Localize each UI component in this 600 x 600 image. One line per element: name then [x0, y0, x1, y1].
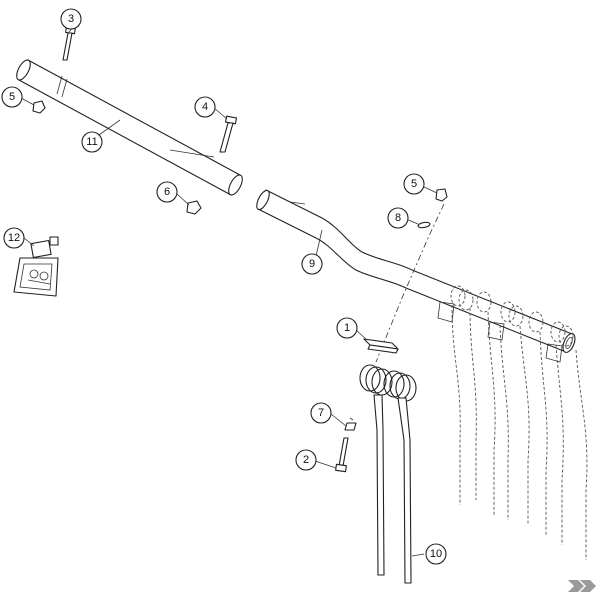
- callout-5-right: 5: [403, 173, 425, 195]
- callout-8-label: 8: [395, 212, 401, 224]
- part-11-tube: [16, 59, 243, 196]
- callout-9-label: 9: [309, 258, 315, 270]
- mounted-tines-ghost: [437, 285, 588, 560]
- callout-6-label: 6: [164, 186, 170, 198]
- part-1-clamp: [363, 338, 399, 354]
- callout-2: 2: [295, 449, 317, 471]
- part-5-nut-right: [435, 188, 448, 202]
- part-4-bolt: [219, 115, 237, 153]
- callout-6: 6: [156, 181, 178, 203]
- callout-3: 3: [60, 8, 82, 30]
- callout-5-right-label: 5: [411, 178, 417, 190]
- callout-7: 7: [310, 402, 332, 424]
- part-10-spring-tine: [359, 364, 417, 584]
- callout-10: 10: [425, 543, 447, 565]
- assembly-axis: [375, 203, 445, 363]
- brand-logo-watermark: [568, 580, 596, 592]
- part-5-nut-left: [32, 100, 46, 114]
- callout-11: 11: [81, 131, 103, 153]
- callout-12: 12: [3, 227, 25, 249]
- callout-12-label: 12: [8, 232, 20, 244]
- part-12-assembly: [13, 236, 59, 297]
- callout-2-label: 2: [303, 454, 309, 466]
- callout-3-label: 3: [68, 13, 74, 25]
- part-7-pin: [344, 417, 357, 431]
- part-9-beam: [256, 189, 576, 354]
- callout-4-label: 4: [202, 101, 208, 113]
- callout-11-label: 11: [86, 136, 97, 148]
- part-6-nut: [186, 200, 202, 215]
- callout-1: 1: [336, 317, 358, 339]
- callout-1-label: 1: [344, 322, 350, 334]
- callout-10-label: 10: [430, 548, 442, 560]
- part-8-washer: [417, 221, 431, 229]
- callout-9: 9: [301, 253, 323, 275]
- callout-7-label: 7: [318, 407, 324, 419]
- callout-4: 4: [194, 96, 216, 118]
- part-2-bolt: [335, 437, 349, 473]
- callout-5-left: 5: [1, 86, 23, 108]
- callout-5-left-label: 5: [9, 91, 15, 103]
- callout-8: 8: [387, 207, 409, 229]
